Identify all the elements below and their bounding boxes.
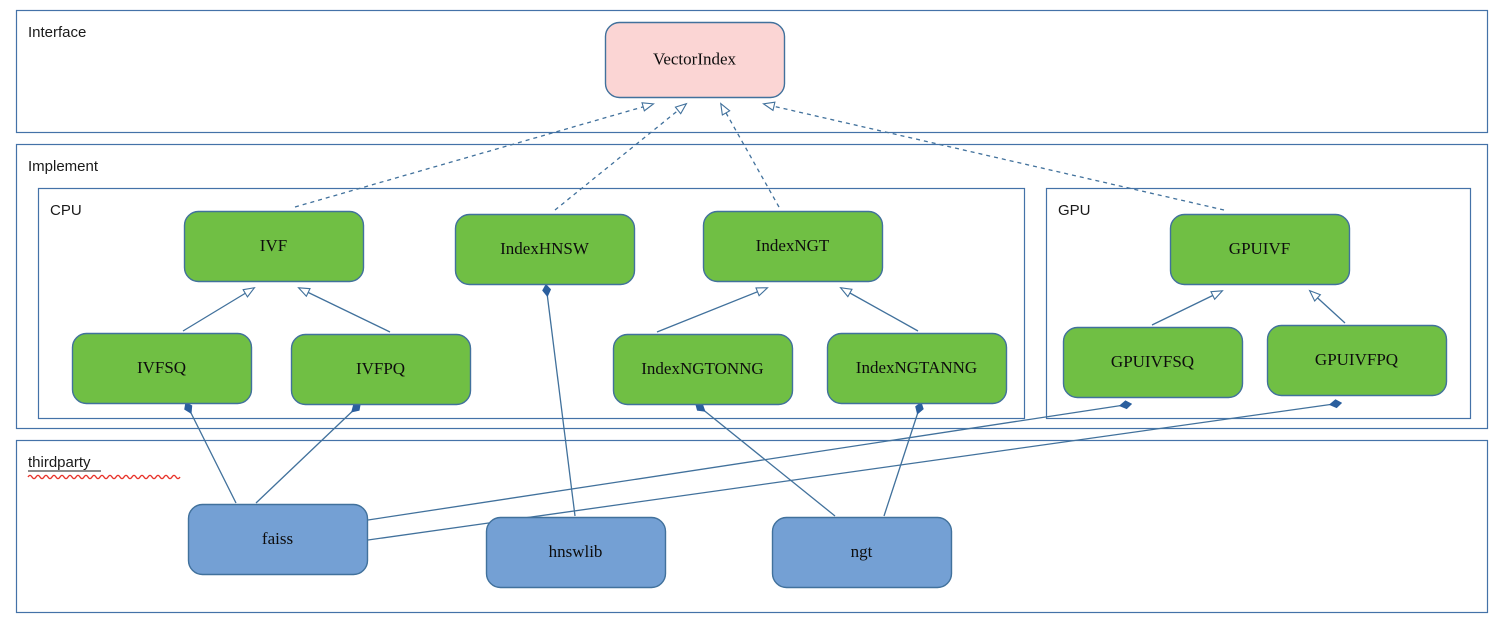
class-node-box-faiss[interactable] — [187, 503, 369, 576]
class-node-label-faiss: faiss — [262, 529, 293, 548]
class-node-label-gpuivf: GPUIVF — [1229, 239, 1290, 258]
class-node-indexngt[interactable]: IndexNGT — [702, 210, 884, 283]
class-node-indexngtanng[interactable]: IndexNGTANNG — [826, 332, 1008, 405]
class-node-faiss[interactable]: faiss — [187, 503, 369, 576]
class-node-box-indexngtanng[interactable] — [826, 332, 1008, 405]
class-node-ngt[interactable]: ngt — [771, 516, 953, 589]
class-node-label-vectorindex: VectorIndex — [653, 49, 737, 68]
class-node-ivfsq[interactable]: IVFSQ — [71, 332, 253, 405]
class-node-box-ivf[interactable] — [183, 210, 365, 283]
edge-e-ngt-vectorindex — [720, 102, 780, 208]
edge-e-ivfpq-faiss — [255, 404, 360, 504]
class-node-box-indexhnsw[interactable] — [454, 213, 636, 286]
edge-e-gpuivfpq-gpuivf — [1308, 289, 1346, 324]
edge-e-ivf-vectorindex — [294, 102, 655, 208]
class-node-indexhnsw[interactable]: IndexHNSW — [454, 213, 636, 286]
edge-e-ivfsq-ivf — [182, 286, 256, 332]
class-node-box-indexngtonng[interactable] — [612, 333, 794, 406]
class-node-label-indexhnsw: IndexHNSW — [500, 239, 590, 258]
class-node-label-ivfsq: IVFSQ — [137, 358, 186, 377]
class-node-label-ivfpq: IVFPQ — [356, 359, 405, 378]
edge-e-ivfpq-ivf — [297, 287, 391, 333]
class-node-ivf[interactable]: IVF — [183, 210, 365, 283]
edge-e-gpuivf-vectorindex — [762, 101, 1225, 211]
class-node-gpuivf[interactable]: GPUIVF — [1169, 213, 1351, 286]
edge-e-gpuivfsq-gpuivf — [1151, 290, 1224, 326]
class-node-label-gpuivfsq: GPUIVFSQ — [1111, 352, 1194, 371]
class-node-label-gpuivfpq: GPUIVFPQ — [1315, 350, 1398, 369]
class-node-indexngtonng[interactable]: IndexNGTONNG — [612, 333, 794, 406]
class-node-gpuivfpq[interactable]: GPUIVFPQ — [1266, 324, 1448, 397]
package-label-implement: Implement — [28, 158, 99, 175]
class-node-label-indexngtonng: IndexNGTONNG — [641, 359, 763, 378]
edge-e-ngtanng-ngt — [839, 287, 919, 332]
class-node-box-indexngt[interactable] — [702, 210, 884, 283]
class-node-label-indexngtanng: IndexNGTANNG — [856, 358, 977, 377]
package-label-interface: Interface — [28, 24, 86, 41]
class-node-label-hnswlib: hnswlib — [549, 542, 603, 561]
class-node-box-gpuivfpq[interactable] — [1266, 324, 1448, 397]
class-node-label-indexngt: IndexNGT — [756, 236, 830, 255]
class-node-box-ngt[interactable] — [771, 516, 953, 589]
edge-e-ngtonng-ngt — [656, 287, 769, 333]
class-node-box-gpuivfsq[interactable] — [1062, 326, 1244, 399]
spellcheck-squiggle-icon — [27, 474, 181, 480]
edge-e-ivfsq-faiss — [186, 403, 237, 504]
package-label-cpu: CPU — [50, 202, 82, 219]
class-node-box-ivfsq[interactable] — [71, 332, 253, 405]
class-node-box-hnswlib[interactable] — [485, 516, 667, 589]
class-node-label-ngt: ngt — [851, 542, 873, 561]
class-node-vectorindex[interactable]: VectorIndex — [604, 21, 786, 99]
class-node-label-ivf: IVF — [260, 236, 287, 255]
class-node-box-gpuivf[interactable] — [1169, 213, 1351, 286]
class-node-hnswlib[interactable]: hnswlib — [485, 516, 667, 589]
edge-e-ngtanng-ngt-lib — [883, 403, 921, 517]
edge-e-hnsw-hnswlib — [546, 285, 576, 517]
class-node-box-vectorindex[interactable] — [604, 21, 786, 99]
class-node-box-ivfpq[interactable] — [290, 333, 472, 406]
class-node-gpuivfsq[interactable]: GPUIVFSQ — [1062, 326, 1244, 399]
package-label-thirdparty: thirdparty — [28, 454, 91, 471]
package-label-gpu: GPU — [1058, 202, 1091, 219]
class-node-ivfpq[interactable]: IVFPQ — [290, 333, 472, 406]
edge-e-gpuivfsq-faiss — [367, 404, 1131, 521]
